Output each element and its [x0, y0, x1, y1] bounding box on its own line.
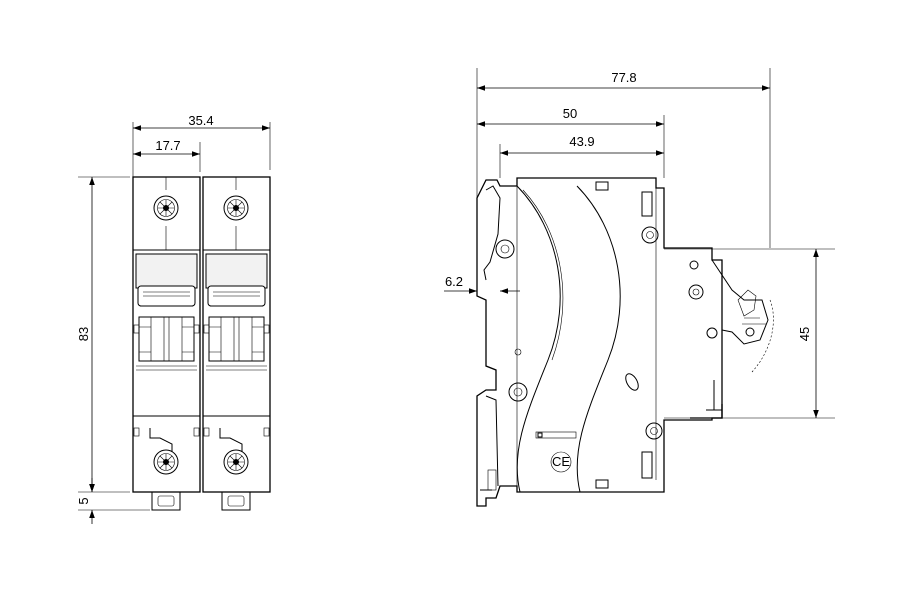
dim-label-rail-offset: 6.2: [445, 274, 463, 289]
dim-label-overall-width: 35.4: [188, 113, 213, 128]
dim-label-front-face-height: 45: [797, 327, 812, 341]
dim-label-depth-to-cover: 43.9: [569, 134, 594, 149]
dim-depth-to-cover: 43.9: [500, 134, 664, 156]
dim-label-bottom-offset: 5: [76, 497, 91, 504]
pole-left: [132, 176, 201, 511]
dim-front-face-height: 45: [797, 249, 819, 418]
pole-right: [202, 176, 271, 511]
dim-label-pole-width: 17.7: [155, 138, 180, 153]
dim-overall-depth: 77.8: [477, 70, 770, 91]
rivet-bottom-left: [508, 382, 528, 402]
rivet-top-right: [641, 226, 659, 244]
front-view: 35.4 17.7 83 5: [76, 113, 271, 524]
rivet-top-left: [495, 239, 515, 259]
dim-rail-offset: 6.2: [444, 274, 520, 294]
side-view: 77.8 50 43.9 6.2 45: [444, 68, 835, 507]
dim-bottom-offset: 5: [76, 478, 95, 524]
dim-label-height: 83: [76, 327, 91, 341]
side-body-outline: [476, 177, 723, 507]
ce-mark-label: CE: [552, 454, 570, 469]
dim-overall-width: 35.4: [133, 113, 270, 131]
rivet-bottom-right: [645, 422, 663, 440]
dim-label-overall-depth: 77.8: [611, 70, 636, 85]
dim-pole-width: 17.7: [133, 138, 200, 157]
dim-label-depth-to-front: 50: [563, 106, 577, 121]
ce-mark: CE: [550, 451, 572, 473]
dim-depth-to-front: 50: [477, 106, 664, 127]
dim-height: 83: [76, 177, 95, 492]
